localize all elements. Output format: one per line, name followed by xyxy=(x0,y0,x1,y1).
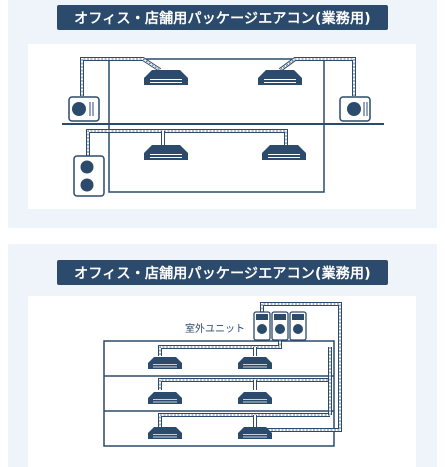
ceiling-cassette-icon xyxy=(147,356,183,370)
diagram-2-illustration xyxy=(103,302,342,447)
ceiling-cassette-icon xyxy=(143,144,189,161)
ceiling-cassette-icon xyxy=(237,356,273,370)
outdoor-unit-icon xyxy=(73,155,105,197)
outdoor-unit-icon xyxy=(289,311,307,341)
building-outline xyxy=(103,340,335,447)
ceiling-cassette-icon xyxy=(147,391,183,405)
diagram-1-title: オフィス・店舗用パッケージエアコン(業務用) xyxy=(57,5,388,30)
ceiling-cassette-icon xyxy=(261,144,307,161)
ceiling-cassette-icon xyxy=(147,426,183,440)
refrigerant-pipe-icon xyxy=(80,57,356,160)
outdoor-unit-label: 室外ユニット xyxy=(185,324,245,335)
outdoor-unit-icon xyxy=(339,96,371,122)
ceiling-cassette-icon xyxy=(143,69,189,86)
diagram-1-illustration xyxy=(62,57,384,197)
ceiling-cassette-icon xyxy=(257,69,303,86)
refrigerant-pipe-icon xyxy=(158,302,342,432)
outdoor-unit-icon xyxy=(68,96,100,122)
diagram-2-title: オフィス・店舗用パッケージエアコン(業務用) xyxy=(57,260,388,285)
ceiling-cassette-icon xyxy=(237,391,273,405)
outdoor-unit-icon xyxy=(253,311,271,341)
building-outline xyxy=(62,58,384,193)
ceiling-cassette-icon xyxy=(237,426,273,440)
outdoor-unit-icon xyxy=(271,311,289,341)
